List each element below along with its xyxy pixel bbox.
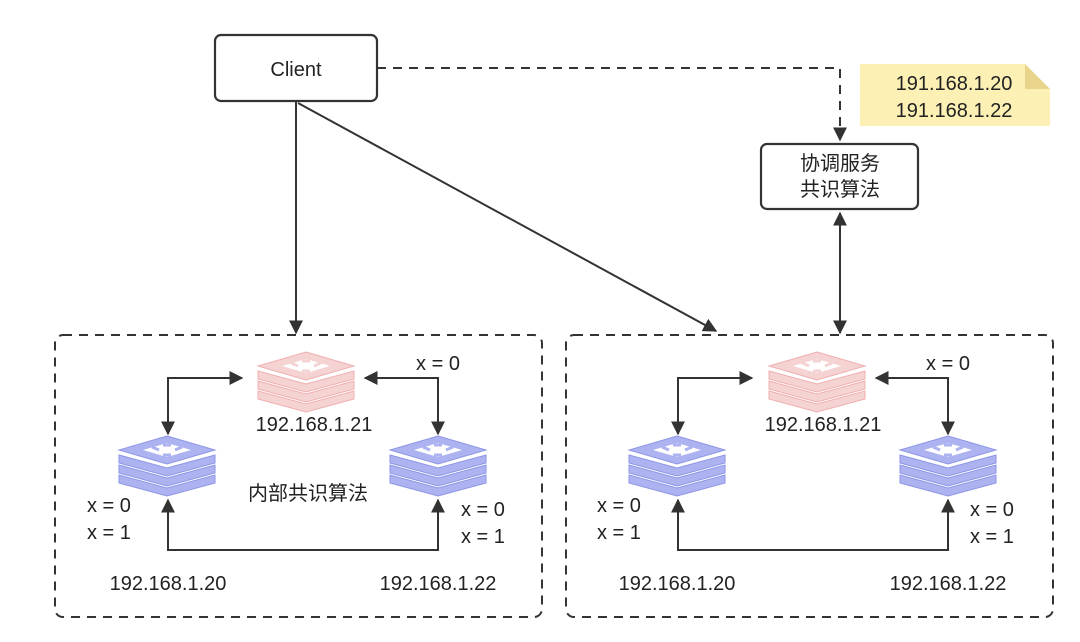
leader-left-link xyxy=(161,371,244,436)
leader-ip: 192.168.1.21 xyxy=(256,414,373,436)
replica-right-redis-icon xyxy=(388,434,488,498)
leader-left-link xyxy=(671,371,754,436)
replica-left-redis-icon xyxy=(117,434,217,498)
left-value-2: x = 1 xyxy=(597,522,641,544)
client-to-cluster-2-arrow xyxy=(297,102,718,332)
left-value-1: x = 0 xyxy=(87,495,131,517)
note-line-1: 191.168.1.20 xyxy=(896,73,1013,95)
right-value-2: x = 1 xyxy=(461,526,505,548)
cluster-1: x = 0 192.168.1.21 内部共识算法 x = 0 x = 1 x … xyxy=(54,334,543,618)
replica-sync-link xyxy=(671,498,955,551)
right-value-1: x = 0 xyxy=(461,499,505,521)
leader-redis-icon xyxy=(767,350,867,414)
replica-left-redis-icon xyxy=(627,434,727,498)
cluster-2: x = 0 192.168.1.21 x = 0 x = 1 x = 0 x =… xyxy=(565,334,1054,618)
right-value-1: x = 0 xyxy=(970,499,1014,521)
left-value-2: x = 1 xyxy=(87,522,131,544)
sync-label: x = 0 xyxy=(926,353,970,375)
right-value-2: x = 1 xyxy=(970,526,1014,548)
leader-right-link xyxy=(874,371,955,436)
leader-right-link xyxy=(363,371,445,436)
leader-ip: 192.168.1.21 xyxy=(765,414,882,436)
replica-sync-link xyxy=(161,498,445,551)
right-ip: 192.168.1.22 xyxy=(380,573,497,595)
sync-label: x = 0 xyxy=(416,353,460,375)
coordinator-line-1: 协调服务 xyxy=(800,151,880,175)
coordinator-node[interactable]: 协调服务 共识算法 xyxy=(759,142,920,211)
client-label: Client xyxy=(270,59,322,81)
client-node[interactable]: Client xyxy=(213,33,379,103)
left-ip: 192.168.1.20 xyxy=(110,573,227,595)
ip-note: 191.168.1.20 191.168.1.22 xyxy=(860,64,1050,126)
left-value-1: x = 0 xyxy=(597,495,641,517)
note-line-2: 191.168.1.22 xyxy=(896,100,1013,122)
inner-consensus-label: 内部共识算法 xyxy=(248,481,368,505)
right-ip: 192.168.1.22 xyxy=(890,573,1007,595)
client-to-coordinator-arrow xyxy=(377,67,847,142)
replica-right-redis-icon xyxy=(898,434,998,498)
left-ip: 192.168.1.20 xyxy=(619,573,736,595)
leader-redis-icon xyxy=(256,350,356,414)
coordinator-line-2: 共识算法 xyxy=(800,177,880,201)
